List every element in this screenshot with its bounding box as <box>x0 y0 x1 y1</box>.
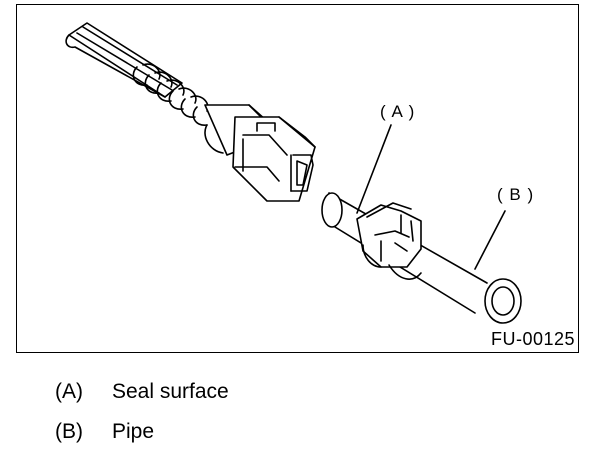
callout-a-label: ( A ) <box>380 102 416 121</box>
figure-frame: ( A ) ( B ) FU-00125 <box>16 4 579 353</box>
legend-label: Seal surface <box>112 380 229 403</box>
figure-id: FU-00125 <box>490 329 575 349</box>
connector-illustration <box>65 22 522 324</box>
legend: (A) Seal surface (B) Pipe <box>55 380 229 460</box>
callout-b-label: ( B ) <box>497 185 535 204</box>
legend-item-b: (B) Pipe <box>55 420 229 460</box>
legend-key: (A) <box>55 380 83 403</box>
legend-label: Pipe <box>112 420 155 443</box>
leader-line-a <box>356 124 392 214</box>
legend-key: (B) <box>55 420 83 443</box>
legend-item-a: (A) Seal surface <box>55 380 229 420</box>
pipe-drawing <box>321 192 522 324</box>
leader-line-b <box>474 210 506 270</box>
hose-connector-drawing <box>65 22 316 202</box>
